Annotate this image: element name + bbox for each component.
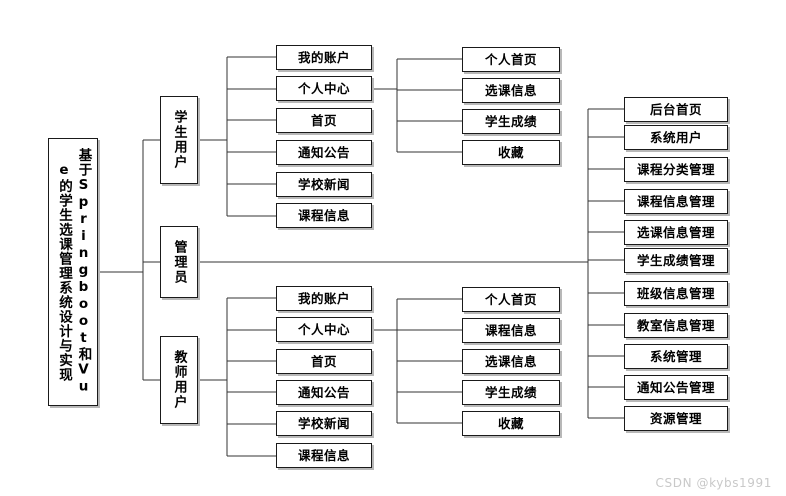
- node-teacher-menu-school-news[interactable]: 学校新闻: [276, 411, 372, 436]
- node-role-teacher-user[interactable]: 教师用户: [160, 336, 198, 424]
- node-admin-class-info-mgmt[interactable]: 班级信息管理: [624, 281, 728, 306]
- node-student-menu-personal-center[interactable]: 个人中心: [276, 76, 372, 101]
- node-teacher-menu-personal-center[interactable]: 个人中心: [276, 317, 372, 342]
- node-role-student-user[interactable]: 学生用户: [160, 96, 198, 184]
- node-admin-course-info-mgmt[interactable]: 课程信息管理: [624, 189, 728, 214]
- node-admin-notice-mgmt[interactable]: 通知公告管理: [624, 375, 728, 400]
- node-admin-resource-mgmt[interactable]: 资源管理: [624, 406, 728, 431]
- csdn-watermark: CSDN @kybs1991: [655, 476, 772, 490]
- node-teacher-center-favorites[interactable]: 收藏: [462, 411, 560, 436]
- node-admin-student-grade-mgmt[interactable]: 学生成绩管理: [624, 248, 728, 273]
- node-teacher-center-course-selection[interactable]: 选课信息: [462, 349, 560, 374]
- node-admin-system-mgmt[interactable]: 系统管理: [624, 344, 728, 369]
- node-teacher-menu-notice[interactable]: 通知公告: [276, 380, 372, 405]
- node-teacher-menu-home[interactable]: 首页: [276, 349, 372, 374]
- node-student-center-course-selection[interactable]: 选课信息: [462, 78, 560, 103]
- node-student-menu-school-news[interactable]: 学校新闻: [276, 172, 372, 197]
- node-admin-course-selection-mgmt[interactable]: 选课信息管理: [624, 220, 728, 245]
- node-admin-classroom-info-mgmt[interactable]: 教室信息管理: [624, 313, 728, 338]
- node-teacher-center-personal-home[interactable]: 个人首页: [462, 287, 560, 312]
- node-role-administrator[interactable]: 管理员: [160, 226, 198, 298]
- node-student-menu-my-account[interactable]: 我的账户: [276, 45, 372, 70]
- node-student-menu-course-info[interactable]: 课程信息: [276, 203, 372, 228]
- node-student-center-grades[interactable]: 学生成绩: [462, 109, 560, 134]
- node-admin-system-users[interactable]: 系统用户: [624, 125, 728, 150]
- node-teacher-menu-course-info[interactable]: 课程信息: [276, 443, 372, 468]
- node-admin-course-category-mgmt[interactable]: 课程分类管理: [624, 157, 728, 182]
- node-student-menu-home[interactable]: 首页: [276, 108, 372, 133]
- node-teacher-center-course-info[interactable]: 课程信息: [462, 318, 560, 343]
- node-project-title: 基于Springboot和Vue的学生选课管理系统设计与实现: [48, 138, 98, 406]
- node-admin-backend-home[interactable]: 后台首页: [624, 97, 728, 122]
- node-student-center-favorites[interactable]: 收藏: [462, 140, 560, 165]
- node-teacher-center-grades[interactable]: 学生成绩: [462, 380, 560, 405]
- node-teacher-menu-my-account[interactable]: 我的账户: [276, 286, 372, 311]
- node-student-menu-notice[interactable]: 通知公告: [276, 140, 372, 165]
- node-student-center-personal-home[interactable]: 个人首页: [462, 47, 560, 72]
